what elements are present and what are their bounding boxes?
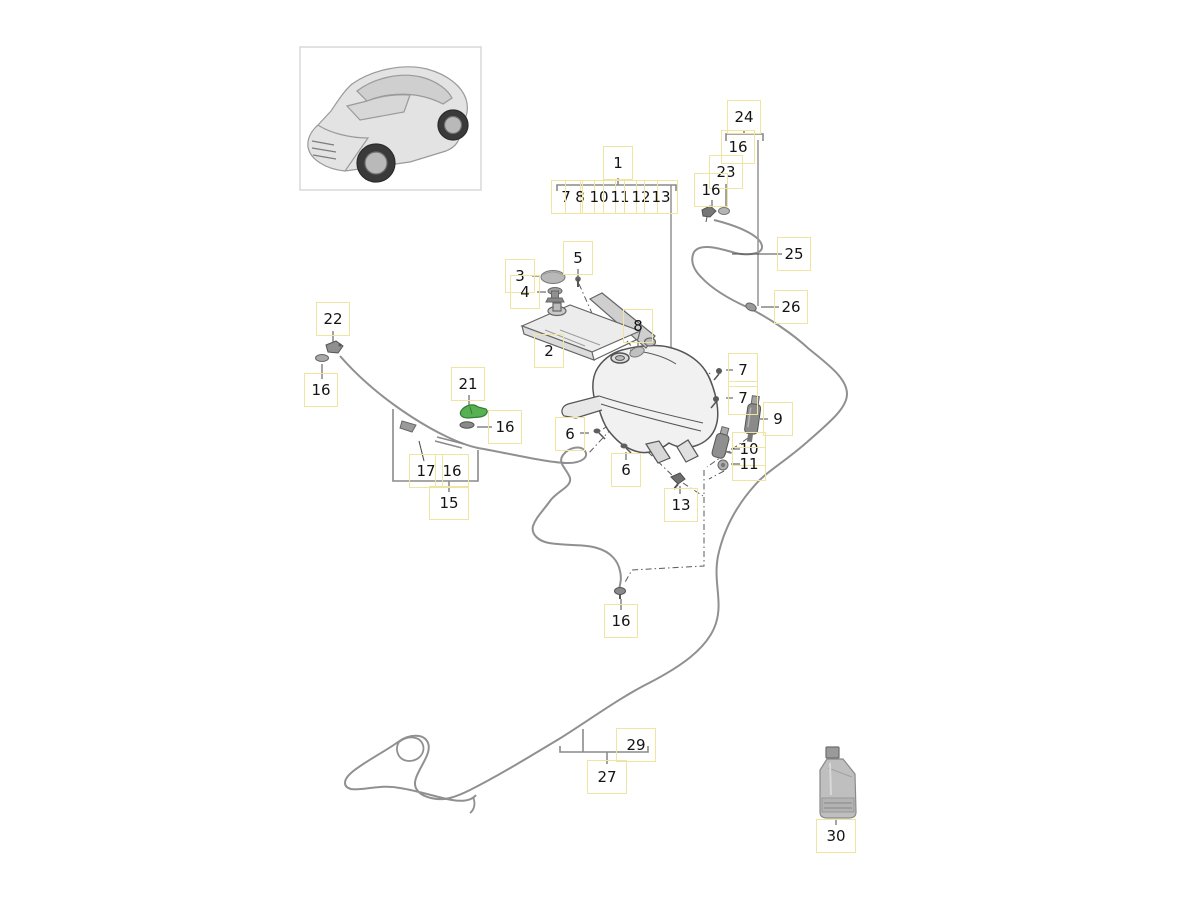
part-label-29[interactable]: 29 [616,728,656,762]
clip-part-21 [459,404,488,419]
rear-washer-hose [344,219,849,802]
reservoir-illustration [561,344,719,464]
grommet-part-8 [629,346,645,358]
part-label-13[interactable]: 13 [664,488,698,522]
part-label-16[interactable]: 16 [488,410,522,444]
hose-section-17 [434,436,465,449]
elbow-connector-13 [670,472,686,490]
hose-connector-16-bottom [614,587,626,599]
part-label-17[interactable]: 17 [409,454,443,488]
part-label-23[interactable]: 23 [709,155,743,189]
hose-connector-26 [745,302,757,312]
part-label-16[interactable]: 16 [721,130,755,164]
part-label-13[interactable]: 13 [644,180,678,214]
bracket-group-27 [559,729,649,764]
part-label-16[interactable]: 16 [694,173,728,207]
part-label-8[interactable]: 8 [565,180,595,214]
grommet-part-11 [717,459,729,471]
part-label-9[interactable]: 9 [763,402,793,436]
part-label-16[interactable]: 16 [435,454,469,488]
part-label-1[interactable]: 1 [603,146,633,180]
part-label-16[interactable]: 16 [604,604,638,638]
washer-jet-22 [325,340,344,354]
hose-nozzle-tip [399,420,417,433]
part-label-16[interactable]: 16 [304,373,338,407]
part-label-30[interactable]: 30 [816,819,856,853]
part-label-6[interactable]: 6 [555,417,585,451]
screw-part-7a [713,368,722,381]
part-label-5[interactable]: 5 [563,241,593,275]
nozzle-part-23-16 [701,205,730,223]
screw-part-6a [593,428,606,440]
part-label-25[interactable]: 25 [777,237,811,271]
part-label-7[interactable]: 7 [728,381,758,415]
hose-coil-inner-loop [396,736,425,762]
grommet-part-4 [545,287,565,303]
hose-lines [339,140,849,814]
vehicle-thumbnail [299,46,482,191]
part-label-26[interactable]: 26 [774,290,808,324]
screw-part-6b [620,443,632,454]
part-label-7[interactable]: 7 [728,353,758,387]
part-label-24[interactable]: 24 [727,100,761,134]
part-label-11[interactable]: 11 [732,447,766,481]
part-label-12[interactable]: 12 [624,180,658,214]
part-label-27[interactable]: 27 [587,760,627,794]
part-label-8[interactable]: 8 [623,309,653,343]
screw-part-7b [710,396,719,409]
hose-end-tail [469,796,476,814]
part-label-21[interactable]: 21 [451,367,485,401]
grommet-16-mid [459,421,475,429]
cap-part-3 [540,270,566,284]
part-label-6[interactable]: 6 [611,453,641,487]
part-label-22[interactable]: 22 [316,302,350,336]
cap-16-left [315,354,329,362]
part-label-2[interactable]: 2 [534,334,564,368]
small-parts [315,205,762,599]
filler-bracket-illustration [520,292,657,361]
part-label-15[interactable]: 15 [429,486,469,520]
vehicle-illustration [307,66,469,183]
fluid-bottle-illustration [819,746,857,819]
screw-part-5 [575,276,581,287]
front-washer-hose [339,355,622,590]
washer-pump-10 [711,425,732,459]
part-label-4[interactable]: 4 [510,275,540,309]
